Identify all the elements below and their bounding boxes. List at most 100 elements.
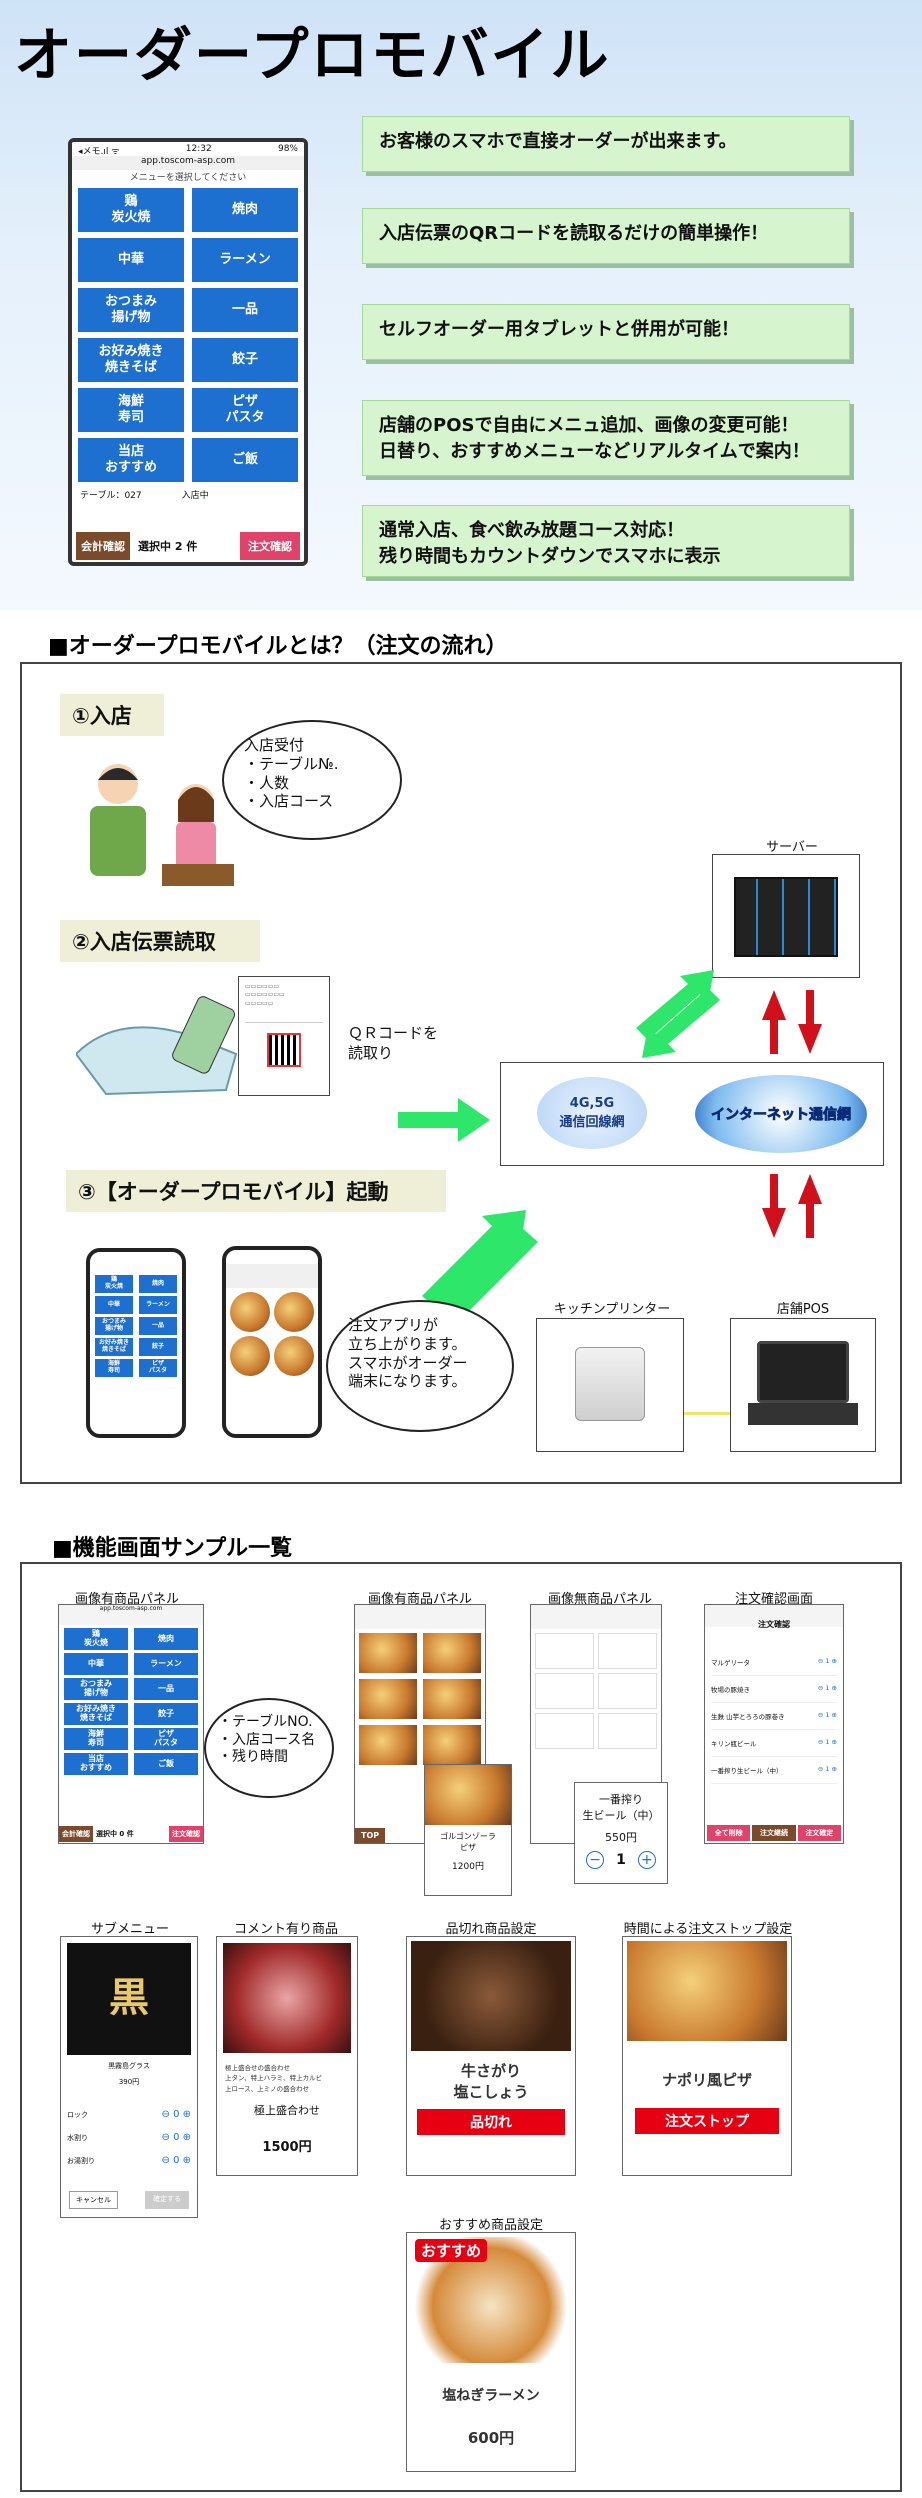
quantity-stepper[interactable]: ⊖ 1 ⊕ [817,1684,837,1692]
shochu-bottle-image: 黒 [67,1943,191,2055]
quantity-stepper[interactable]: ⊖ 1 ⊕ [817,1738,837,1746]
order-confirm-button[interactable]: 注文確認 [240,532,300,560]
soldout-panel: 牛さがり 塩こしょう 品切れ [406,1936,576,2176]
step-3-bubble: 注文アプリが 立ち上がります。 スマホがオーダー 端末になります。 [326,1300,514,1432]
mini-category-button[interactable]: ピザ パスタ [134,1728,198,1750]
category-button[interactable]: おつまみ 揚げ物 [78,288,184,332]
mini-category-button[interactable]: お好み焼き 焼きそば [64,1703,128,1725]
mini-category-button[interactable]: 焼肉 [134,1628,198,1650]
mini-order-button[interactable]: 注文確認 [169,1826,203,1842]
beer-quantity: 1 [616,1852,626,1868]
internet-network-icon: インターネット通信網 [695,1075,867,1153]
sample-panel-4: 注文確認 マルゲリータ⊖ 1 ⊕牧場の豚焼き⊖ 1 ⊕生麩 山芋とろろの豚巻き⊖… [704,1604,844,1844]
step-3-label: ③【オーダープロモバイル】起動 [66,1170,446,1212]
network-box: 4G,5G 通信回線網 インターネット通信網 [500,1062,884,1166]
entry-slip: ▭▭▭▭▭▭▭▭▭▭▭▭▭▭▭▭▭▭ [238,976,330,1096]
panel-1-title: 画像有商品パネル [74,1592,179,1607]
quantity-stepper[interactable]: ⊖ 1 ⊕ [817,1657,837,1665]
feature-2: 入店伝票のQRコードを読取るだけの簡単操作！ [362,208,850,264]
bill-check-button[interactable]: 会計確認 [76,532,130,560]
mini-category-button[interactable]: 一品 [134,1678,198,1700]
mini-bill-button[interactable]: 会計確認 [59,1826,93,1842]
recommend-item-name: 塩ねぎラーメン [442,2388,540,2404]
order-row: 生麩 山芋とろろの豚巻き ⊖ 1 ⊕ [711,1703,837,1730]
samples-section-title: ■機能画面サンプル一覧 [52,1536,293,1561]
quantity-stepper[interactable]: ⊖ 1 ⊕ [817,1765,837,1773]
flow-frame [20,662,902,1484]
mini-category-button[interactable]: おつまみ 揚げ物 [64,1678,128,1700]
continue-order-button[interactable]: 注文継続 [752,1825,796,1841]
status-bar: ◂メモ.ıl ᯤ 12:32 98% [72,142,304,157]
mini-category-button[interactable]: 中華 [64,1653,128,1675]
mini-category-button[interactable]: ラーメン [134,1653,198,1675]
plus-icon[interactable]: + [637,1851,656,1869]
step-1-label: ①入店 [60,694,164,736]
mini-category-button[interactable]: ご飯 [134,1753,198,1775]
pos-label: 店舗POS [776,1302,830,1317]
feature-4: 店舗のPOSで自由にメニュ追加、画像の変更可能！ 日替り、おすすめメニューなどリ… [362,400,850,476]
category-button[interactable]: 焼肉 [192,188,298,232]
order-item-name: 生麩 山芋とろろの豚巻き [711,1713,785,1721]
feature-1: お客様のスマホで直接オーダーが出来ます。 [362,116,850,172]
comment-item-name: 極上盛合わせ [254,2104,320,2118]
category-button[interactable]: 鶏 炭火焼 [78,188,184,232]
submenu-title: サブメニュー [90,1922,169,1937]
mini-category-button[interactable]: 餃子 [134,1703,198,1725]
mini-category-button[interactable]: 当店 おすすめ [64,1753,128,1775]
category-button[interactable]: 海鮮 寿司 [78,388,184,432]
category-button[interactable]: 餃子 [192,338,298,382]
submenu-row: ロック ⊖ 0 ⊕ [67,2103,191,2126]
phone-category-button: 中華 [95,1296,133,1314]
quantity-stepper[interactable]: ⊖ 1 ⊕ [817,1711,837,1719]
phone-category-button: 海鮮 寿司 [95,1359,133,1377]
category-grid: 鶏 炭火焼焼肉中華ラーメンおつまみ 揚げ物一品お好み焼き 焼きそば餃子海鮮 寿司… [72,184,304,486]
comment-item-price: 1500円 [262,2140,312,2156]
submenu-panel: 黒 黒霧島グラス 390円 ロック⊖ 0 ⊕水割り⊖ 0 ⊕お湯割り⊖ 0 ⊕ … [60,1936,198,2218]
server-box [712,854,860,978]
table-number: テーブル：027 [80,491,142,501]
delete-all-button[interactable]: 全て削除 [707,1825,751,1841]
green-double-arrow-lower-icon [412,1210,548,1332]
category-button[interactable]: ピザ パスタ [192,388,298,432]
quantity-stepper[interactable]: ⊖ 0 ⊕ [161,2132,191,2143]
confirm-order-button[interactable]: 注文確定 [797,1825,841,1841]
submenu-row-label: ロック [67,2110,88,2119]
category-button[interactable]: 一品 [192,288,298,332]
recommend-panel: おすすめ 塩ねぎラーメン 600円 [406,2232,576,2472]
category-button[interactable]: お好み焼き 焼きそば [78,338,184,382]
category-button[interactable]: 当店 おすすめ [78,438,184,482]
category-button[interactable]: ラーメン [192,238,298,282]
quantity-stepper[interactable]: ⊖ 0 ⊕ [161,2155,191,2166]
order-confirm-title: 注文確認 [705,1605,843,1629]
minus-icon[interactable]: − [586,1851,605,1869]
quantity-stepper[interactable]: ⊖ 0 ⊕ [161,2109,191,2120]
recommend-item-price: 600円 [467,2429,515,2447]
clock: 12:32 [185,144,212,154]
menu-hint: メニューを選択してください [129,173,247,183]
confirm-button[interactable]: 確定する [145,2191,189,2209]
reception-illustration [78,752,238,892]
cancel-button[interactable]: キャンセル [69,2191,118,2209]
url-bar[interactable]: app.toscom-asp.com [72,156,304,170]
mini-category-button[interactable]: 海鮮 寿司 [64,1728,128,1750]
category-button[interactable]: 中華 [78,238,184,282]
category-button[interactable]: ご飯 [192,438,298,482]
submenu-item-name: 黒霧島グラス [108,2062,150,2070]
panel-3-title: 画像無商品パネル [547,1592,652,1607]
comment-panel: 極上盛合せの盛合わせ 上タン、特上ハラミ、特上カルビ 上ロース、上ミノの盛合わせ… [216,1936,358,2176]
order-item-name: 一番搾り生ビール（中） [711,1767,783,1775]
phone-category-button: 餃子 [139,1338,177,1356]
mini-category-button[interactable]: 鶏 炭火焼 [64,1628,128,1650]
phone-category-button: 鶏 炭火焼 [95,1275,133,1293]
submenu-row-label: お湯割り [67,2156,95,2165]
comment-text: 極上盛合せの盛合わせ 上タン、特上ハラミ、特上カルビ 上ロース、上ミノの盛合わせ [225,2064,323,2093]
printer-label: キッチンプリンター [553,1302,671,1317]
phone-pizza-illustration [222,1246,322,1438]
panel-2-title: 画像有商品パネル [367,1592,472,1607]
order-item-name: マルゲリータ [711,1659,750,1667]
phone-category-button: お好み焼き 焼きそば [95,1338,133,1356]
comment-title: コメント有り商品 [233,1922,338,1937]
entry-status: 入店中 [181,491,209,501]
top-button[interactable]: TOP [355,1828,386,1843]
printer-box [536,1318,684,1452]
